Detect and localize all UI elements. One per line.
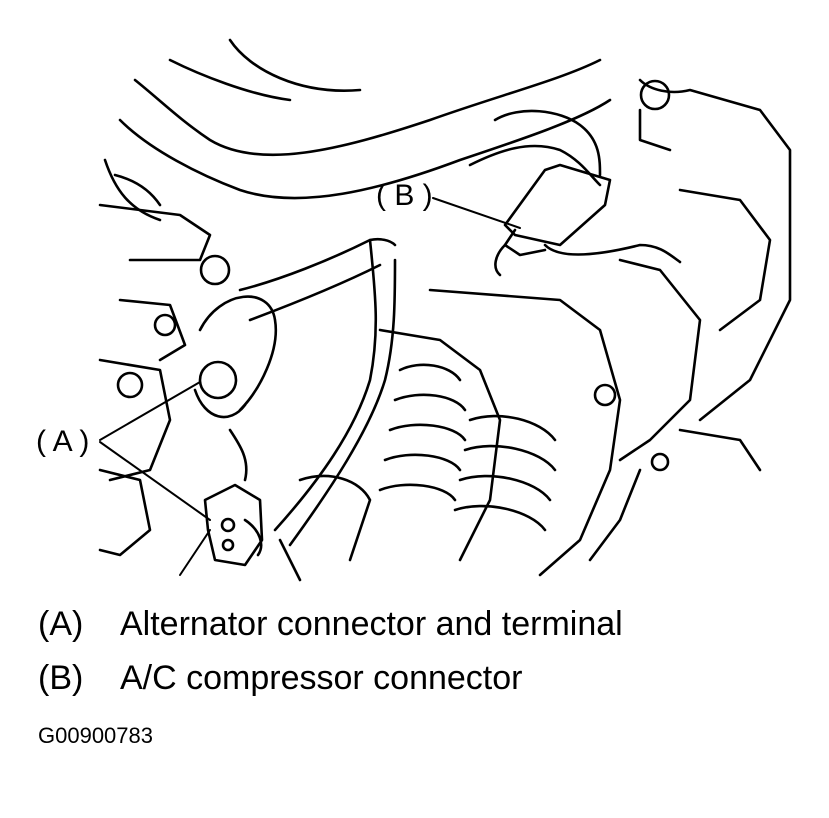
callout-b-label: ( B )	[376, 179, 433, 212]
legend-key: (A)	[38, 605, 84, 643]
right-bracket	[588, 78, 792, 562]
left-brackets	[98, 254, 231, 557]
alternator	[278, 288, 622, 582]
legend-key: (B)	[38, 659, 84, 697]
legend-text: A/C compressor connector	[120, 659, 523, 697]
legend-item-b: (B) A/C compressor connector	[38, 661, 523, 695]
ac-compressor-connector	[468, 109, 682, 277]
alternator-harness	[193, 237, 397, 567]
callout-a-label: ( A )	[36, 425, 90, 458]
figure-id: G00900783	[38, 723, 153, 748]
engine-bay-illustration	[98, 38, 792, 582]
legend-text: Alternator connector and terminal	[120, 605, 623, 643]
legend-item-a: (A) Alternator connector and terminal	[38, 607, 623, 641]
upper-hoses	[98, 38, 612, 262]
leader-lines	[99, 197, 521, 576]
